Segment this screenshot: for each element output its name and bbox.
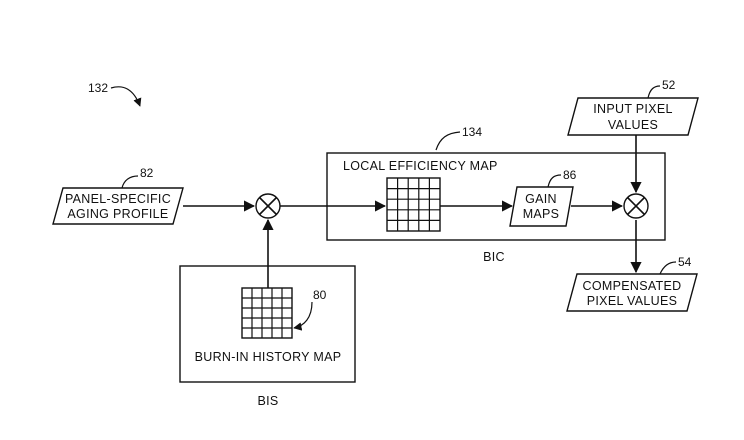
gain-maps-shape — [509, 186, 574, 227]
efficiency-grid-outer — [386, 177, 441, 232]
bis-label: BIS — [257, 394, 278, 408]
efficiency-grid-lines — [387, 178, 440, 231]
panel-profile-line1: PANEL-SPECIFIC — [65, 192, 171, 206]
compensated-ref: 54 — [678, 255, 692, 269]
burn-in-ref: 80 — [313, 288, 327, 302]
local-efficiency-map-grid — [386, 177, 441, 232]
panel-profile-line2: AGING PROFILE — [67, 207, 168, 221]
compensated-pixel-shape — [566, 273, 698, 312]
bic-ref-leader — [435, 131, 461, 151]
gain-maps-block: GAIN MAPS 86 — [509, 168, 577, 227]
multiplier-2-cross-b — [626, 196, 646, 216]
input-pixel-ref-leader — [647, 85, 661, 99]
panel-profile-ref-leader — [121, 175, 139, 189]
bic-block: LOCAL EFFICIENCY MAP 134 BIC GAIN MAPS 8… — [326, 125, 666, 264]
multiplier-node-1 — [255, 193, 281, 219]
history-grid-lines — [242, 288, 292, 338]
multiplier-node-2 — [623, 193, 649, 219]
panel-specific-aging-profile-block: PANEL-SPECIFIC AGING PROFILE 82 — [52, 166, 184, 225]
figure-ref-arrow — [110, 86, 142, 107]
gain-maps-line2: MAPS — [523, 207, 560, 221]
input-pixel-ref: 52 — [662, 78, 676, 92]
multiplier-1-cross-b — [258, 196, 278, 216]
gain-maps-line1: GAIN — [525, 192, 557, 206]
burn-in-history-map-grid — [241, 287, 293, 339]
compensated-line1: COMPENSATED — [583, 279, 682, 293]
gain-maps-ref-leader — [547, 174, 562, 188]
bic-ref: 134 — [462, 125, 482, 139]
burn-in-history-map-label: BURN-IN HISTORY MAP — [195, 350, 342, 364]
figure-ref-number: 132 — [88, 81, 108, 95]
compensated-line2: PIXEL VALUES — [587, 294, 677, 308]
panel-profile-ref: 82 — [140, 166, 154, 180]
input-pixel-shape — [567, 97, 699, 136]
input-pixel-values-block: INPUT PIXEL VALUES 52 — [567, 78, 699, 136]
compensated-ref-leader — [659, 261, 677, 275]
input-pixel-line2: VALUES — [608, 118, 658, 132]
compensated-pixel-values-block: COMPENSATED PIXEL VALUES 54 — [566, 255, 698, 312]
gain-maps-ref: 86 — [563, 168, 577, 182]
history-grid-outer — [241, 287, 293, 339]
bic-label: BIC — [483, 250, 505, 264]
figure-reference: 132 — [88, 81, 142, 107]
local-efficiency-map-title: LOCAL EFFICIENCY MAP — [343, 159, 498, 173]
burn-in-ref-arrow — [293, 301, 313, 331]
input-pixel-line1: INPUT PIXEL — [593, 102, 672, 116]
bic-box — [326, 152, 666, 241]
panel-profile-shape — [52, 187, 184, 225]
